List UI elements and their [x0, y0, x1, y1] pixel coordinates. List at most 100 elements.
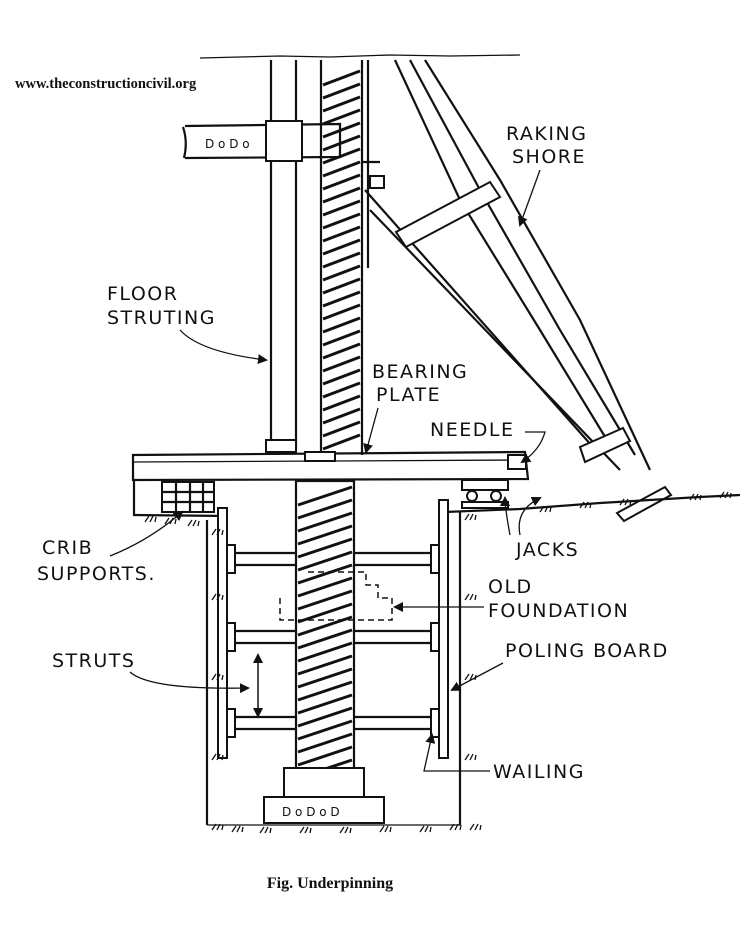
soil-tick	[221, 824, 224, 831]
soil-tick	[474, 514, 477, 521]
soil-tick	[474, 754, 477, 761]
wall-hatch-line	[297, 745, 353, 767]
label-struting: STRUTING	[107, 307, 216, 329]
top-boundary-line	[199, 54, 521, 59]
soil-tick	[454, 823, 459, 831]
label-floor: FLOOR	[107, 283, 178, 305]
soil-tick	[469, 673, 474, 681]
soil-tick	[464, 673, 470, 681]
soil-tick	[549, 506, 552, 513]
wall-hatch-line	[297, 680, 353, 702]
soil-tick	[469, 753, 474, 761]
wall-hatch-line	[322, 420, 361, 438]
wall-hatch-line	[322, 173, 361, 191]
jacks	[461, 479, 509, 509]
wall-hatch-line	[297, 524, 353, 546]
soil-tick	[211, 593, 217, 601]
soil-tick	[464, 593, 470, 601]
wall-hatch-line	[322, 108, 361, 126]
crib-supports	[161, 481, 215, 513]
excavation-pit	[205, 512, 462, 826]
wall-hatch-line	[322, 355, 361, 373]
wall-hatch-line	[297, 719, 353, 741]
soil-tick	[384, 825, 389, 833]
soil-tick	[216, 753, 221, 761]
soil-tick	[149, 515, 154, 523]
soil-tick	[469, 823, 475, 831]
wall-hatch-line	[322, 199, 361, 217]
wall-hatch-line	[322, 433, 361, 451]
soil-tick	[269, 827, 272, 834]
soil-tick	[216, 528, 221, 536]
soil-tick	[164, 517, 170, 525]
wall-hatch-line	[297, 485, 353, 507]
soil-hatching	[144, 491, 732, 834]
soil-tick	[619, 498, 625, 506]
wall-hatch-line	[297, 654, 353, 676]
upper-floor-slab: D o D o	[181, 122, 342, 160]
label-wailing: WAILING	[493, 761, 585, 783]
soil-tick	[197, 520, 200, 527]
old-foundation	[279, 571, 393, 621]
wall-hatch-line	[297, 602, 353, 624]
label-needle: NEEDLE	[430, 419, 514, 441]
wall-hatch-line	[322, 121, 361, 139]
needle-beam	[131, 450, 530, 482]
soil-tick	[221, 674, 224, 681]
svg-text:D o D o: D o D o	[205, 137, 250, 151]
label-bearing: BEARING	[372, 361, 468, 383]
soil-tick	[379, 825, 385, 833]
website-url: www.theconstructioncivil.org	[15, 76, 197, 92]
soil-tick	[192, 519, 197, 527]
soil-tick	[469, 593, 474, 601]
wall-hatch-line	[322, 69, 361, 87]
wall-hatch-line	[297, 628, 353, 650]
upper-wall	[319, 60, 364, 455]
wall-hatch-line	[322, 147, 361, 165]
wall-hatch-line	[297, 693, 353, 715]
soil-tick	[349, 827, 352, 834]
wall-hatch-line	[322, 238, 361, 256]
soil-tick	[589, 502, 592, 509]
label-plate: PLATE	[376, 384, 441, 406]
soil-tick	[211, 753, 217, 761]
wall-hatch-line	[297, 732, 353, 754]
soil-tick	[299, 826, 305, 834]
soil-tick	[344, 826, 349, 834]
wall-hatch-line	[297, 550, 353, 572]
wall-hatch-line	[322, 394, 361, 412]
soil-tick	[449, 823, 455, 831]
soil-tick	[474, 594, 477, 601]
soil-tick	[187, 519, 193, 527]
wall-hatch-line	[322, 277, 361, 295]
soil-tick	[464, 513, 470, 521]
wall-hatch-line	[297, 576, 353, 598]
wall-hatch-line	[322, 186, 361, 204]
label-crib: CRIB	[42, 537, 93, 559]
soil-tick	[174, 518, 177, 525]
soil-tick	[724, 491, 729, 499]
label-old: OLD	[488, 576, 533, 598]
wall-hatch-line	[322, 82, 361, 100]
wall-hatch-line	[322, 316, 361, 334]
soil-tick	[339, 826, 345, 834]
soil-tick	[309, 827, 312, 834]
soil-tick	[459, 824, 462, 831]
wall-hatch-line	[322, 342, 361, 360]
soil-tick	[464, 753, 470, 761]
label-jacks: JACKS	[515, 539, 579, 561]
soil-tick	[469, 513, 474, 521]
wall-hatch-line	[322, 251, 361, 269]
soil-tick	[689, 493, 695, 501]
soil-tick	[389, 826, 392, 833]
soil-tick	[259, 826, 265, 834]
soil-tick	[216, 823, 221, 831]
floor-struting	[265, 60, 303, 453]
soil-tick	[216, 593, 221, 601]
wall-hatch-line	[297, 498, 353, 520]
soil-tick	[264, 826, 269, 834]
soil-tick	[424, 825, 429, 833]
wall-hatch-line	[297, 667, 353, 689]
soil-tick	[241, 826, 244, 833]
